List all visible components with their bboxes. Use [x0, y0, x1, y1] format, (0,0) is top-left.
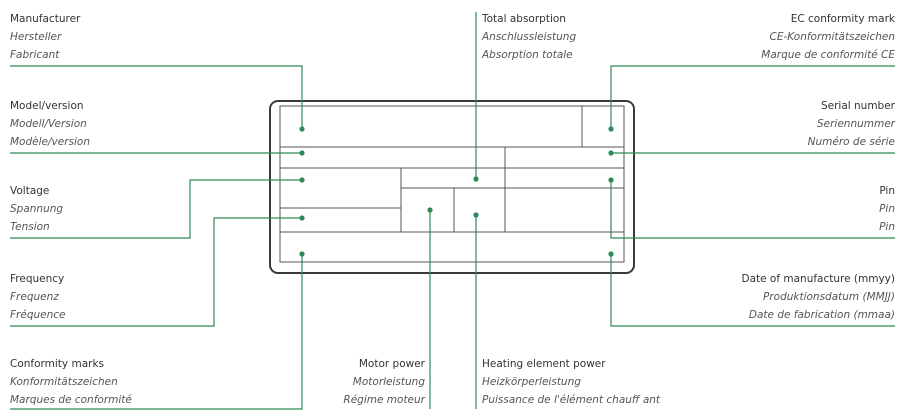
- frequency-en: Frequency: [10, 273, 65, 285]
- conformity-en: Conformity marks: [10, 358, 105, 370]
- label-heating: Heating element power Heizkörperleistung…: [482, 355, 660, 409]
- ec-mark-fr: Marque de conformité CE: [761, 49, 895, 61]
- date-fr: Date de fabrication (mmaa): [748, 309, 895, 321]
- label-ec-mark: EC conformity mark CE-Konformitätszeiche…: [761, 10, 895, 64]
- ec-mark-en: EC conformity mark: [790, 13, 895, 25]
- manufacturer-en: Manufacturer: [10, 13, 81, 25]
- manufacturer-de: Hersteller: [10, 31, 62, 43]
- label-conformity: Conformity marks Konformitätszeichen Mar…: [10, 355, 132, 409]
- label-manufacturer: Manufacturer Hersteller Fabricant: [10, 10, 80, 64]
- total-absorption-fr: Absorption totale: [482, 49, 573, 61]
- field-dots: [299, 126, 614, 257]
- date-de: Produktionsdatum (MMJJ): [763, 291, 895, 303]
- leader-ec-mark: [610, 65, 895, 129]
- frequency-fr: Fréquence: [10, 309, 66, 321]
- label-model: Model/version Modell/Version Modèle/vers…: [10, 97, 90, 151]
- serial-en: Serial number: [820, 100, 895, 112]
- nameplate-outer-frame: [269, 100, 635, 274]
- voltage-de: Spannung: [10, 203, 64, 215]
- manufacturer-fr: Fabricant: [10, 49, 60, 61]
- label-frequency: Frequency Frequenz Fréquence: [10, 270, 65, 324]
- pin-fr: Pin: [879, 221, 895, 233]
- total-absorption-de: Anschlussleistung: [482, 31, 577, 43]
- nameplate-grid: [280, 106, 624, 233]
- leader-conformity: [10, 254, 303, 410]
- label-pin: Pin Pin Pin: [879, 182, 895, 236]
- leader-voltage: [10, 179, 302, 239]
- motor-de: Motorleistung: [352, 376, 425, 388]
- label-total-absorption: Total absorption Anschlussleistung Absor…: [482, 10, 576, 64]
- leader-manufacturer: [10, 65, 303, 129]
- label-voltage: Voltage Spannung Tension: [10, 182, 63, 236]
- pin-de: Pin: [879, 203, 895, 215]
- leader-frequency: [10, 217, 302, 327]
- conformity-fr: Marques de conformité: [10, 394, 132, 406]
- heating-de: Heizkörperleistung: [482, 376, 581, 388]
- serial-fr: Numéro de série: [807, 136, 895, 148]
- date-en: Date of manufacture (mmyy): [741, 273, 895, 285]
- total-absorption-en: Total absorption: [482, 13, 566, 25]
- label-date: Date of manufacture (mmyy) Produktionsda…: [741, 270, 895, 324]
- voltage-en: Voltage: [10, 185, 50, 197]
- frequency-de: Frequenz: [10, 291, 59, 303]
- model-fr: Modèle/version: [10, 136, 90, 148]
- motor-fr: Régime moteur: [343, 394, 425, 406]
- serial-de: Seriennummer: [816, 118, 895, 130]
- label-serial: Serial number Seriennummer Numéro de sér…: [808, 97, 895, 151]
- conformity-de: Konformitätszeichen: [10, 376, 118, 388]
- leader-pin: [610, 180, 895, 239]
- ec-mark-de: CE-Konformitätszeichen: [769, 31, 896, 43]
- nameplate-inner-frame: [279, 105, 625, 263]
- model-de: Modell/Version: [10, 118, 87, 130]
- leader-lines: [10, 12, 895, 410]
- heating-fr: Puissance de l'élément chauff ant: [482, 394, 661, 406]
- voltage-fr: Tension: [10, 221, 50, 233]
- heating-en: Heating element power: [482, 358, 606, 370]
- pin-en: Pin: [879, 185, 895, 197]
- leader-date: [610, 254, 895, 327]
- model-en: Model/version: [10, 100, 84, 112]
- label-motor: Motor power Motorleistung Régime moteur: [343, 355, 425, 409]
- motor-en: Motor power: [358, 358, 425, 370]
